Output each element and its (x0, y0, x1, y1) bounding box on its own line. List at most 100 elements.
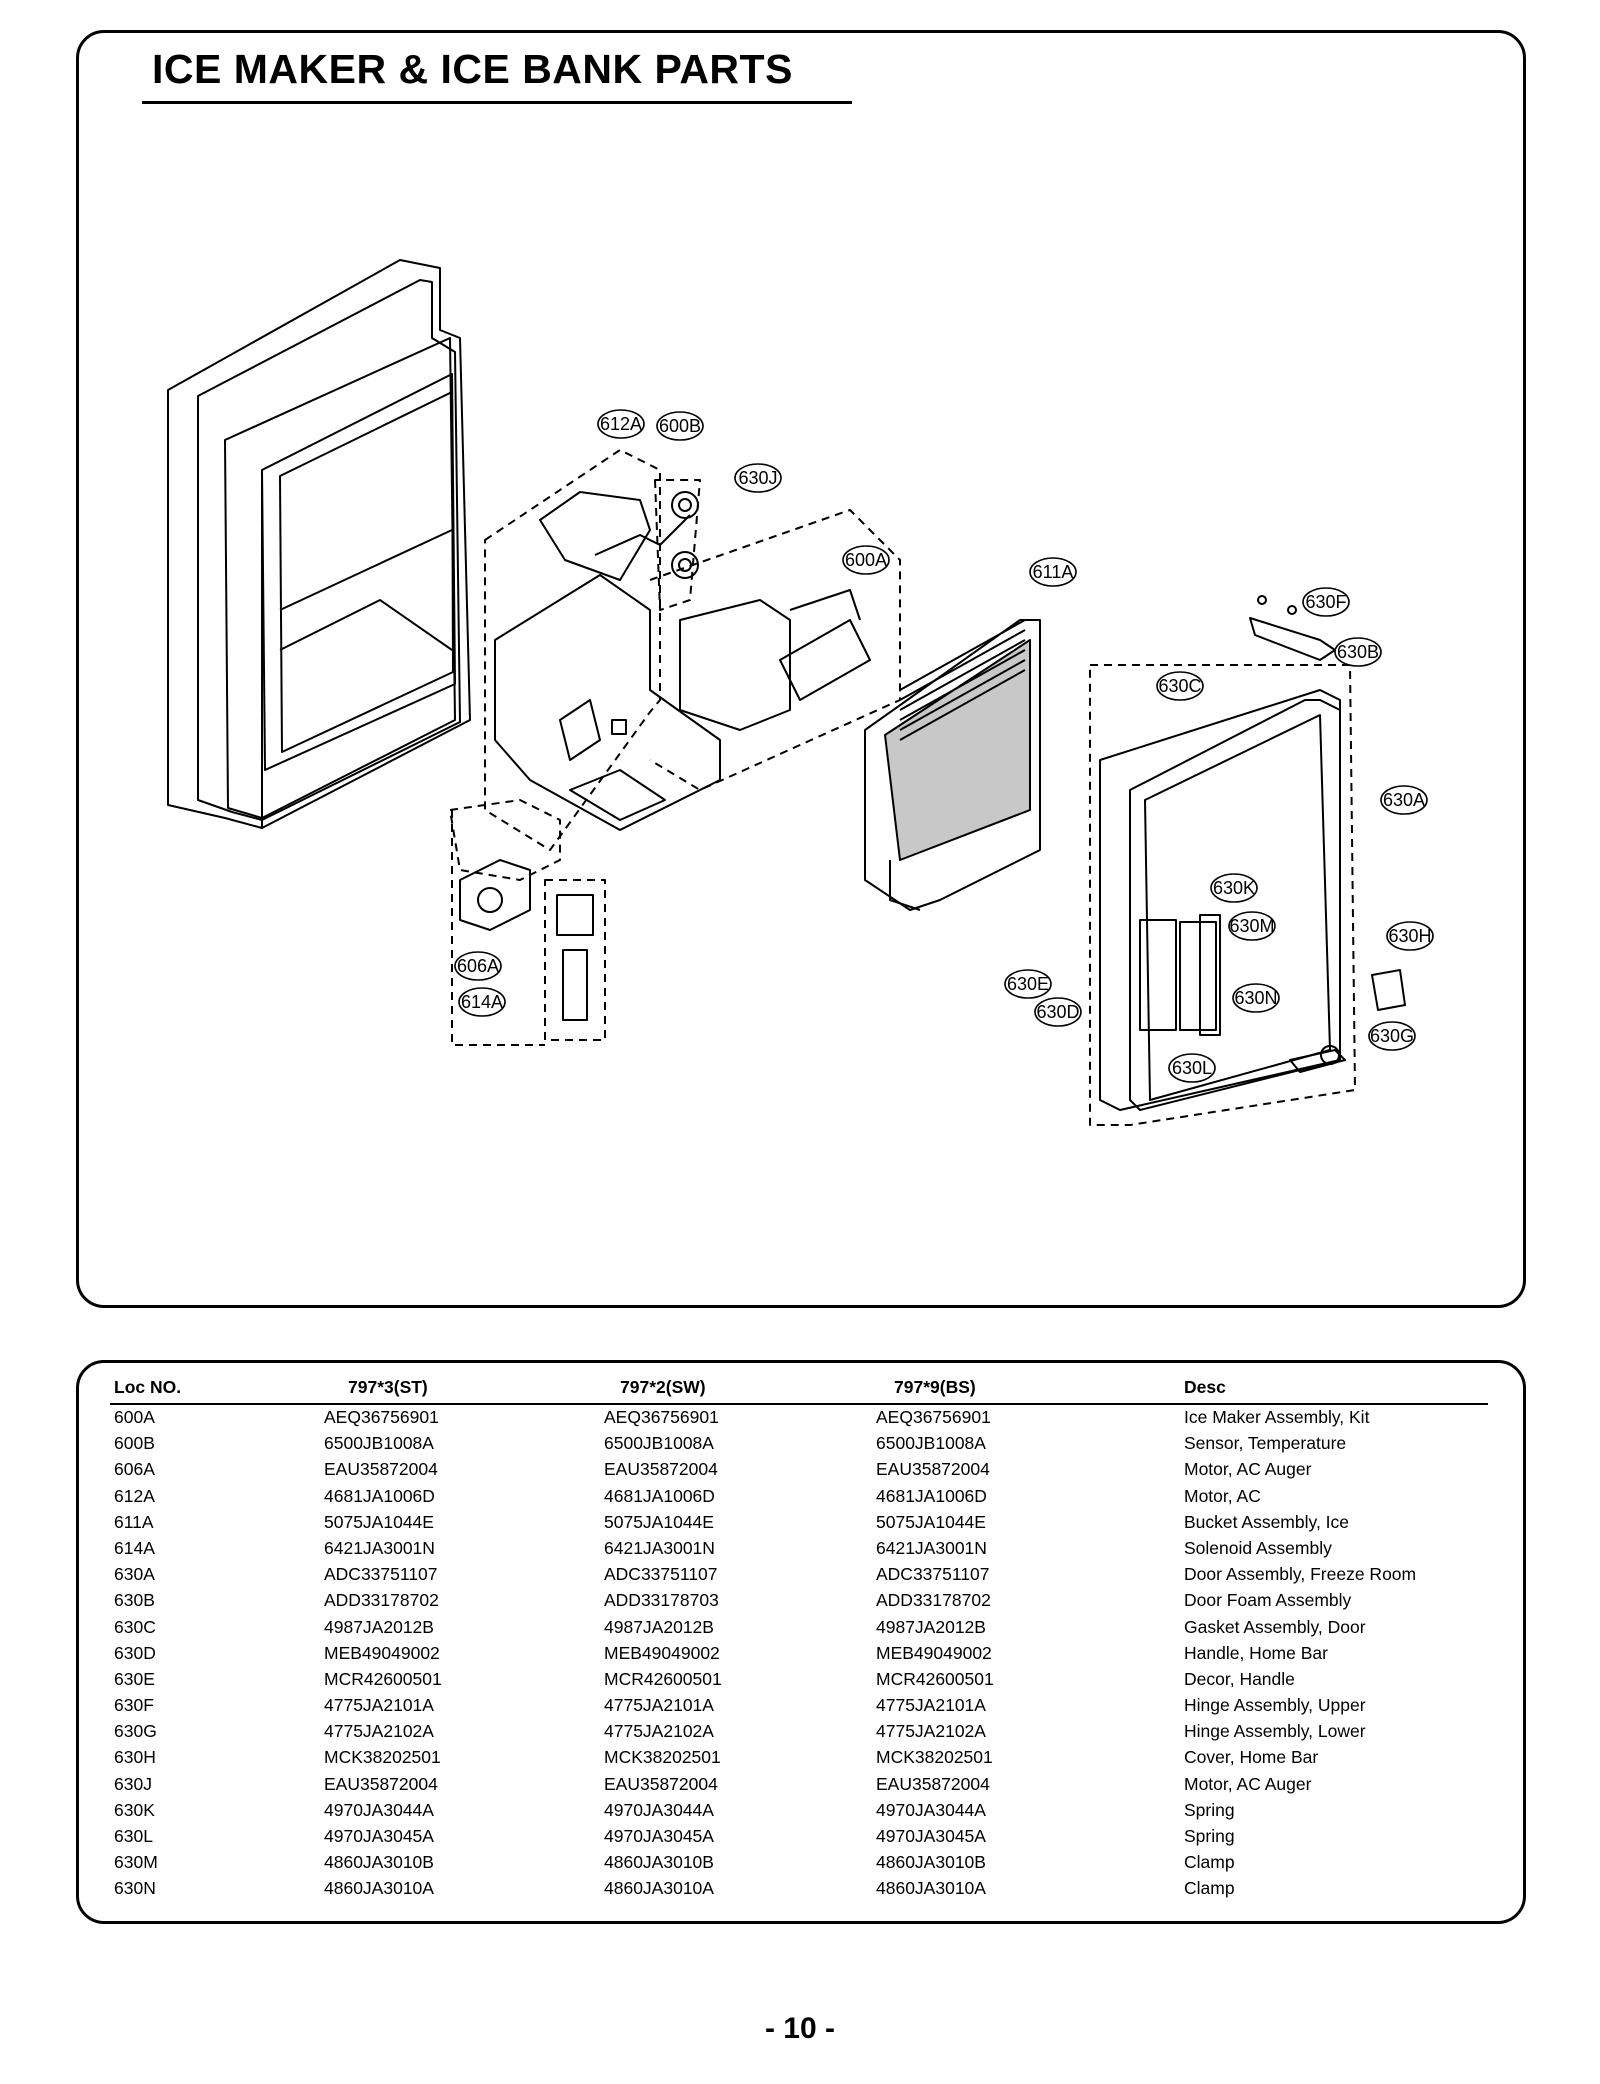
cell-desc: Spring (1184, 1826, 1235, 1846)
cell-desc: Clamp (1184, 1878, 1235, 1899)
cell-loc-no: 630G (114, 1721, 157, 1742)
cell-797-3-st: MEB49049002 (324, 1642, 440, 1663)
callout-630k: 630K (1210, 873, 1258, 903)
callout-label: 630C (1158, 676, 1201, 696)
cell-797-2-sw: 4681JA1006D (604, 1485, 715, 1506)
callout-630b: 630B (1334, 637, 1382, 667)
cell-797-2-sw: AEQ36756901 (604, 1407, 719, 1427)
cell-797-2-sw: EAU35872004 (604, 1459, 718, 1480)
cell-797-2-sw: MCK38202501 (604, 1747, 721, 1768)
callout-label: 630E (1007, 974, 1049, 994)
cell-797-3-st: 6421JA3001N (324, 1537, 435, 1558)
callout-614a: 614A (458, 987, 506, 1017)
cell-797-9-bs: ADD33178702 (876, 1590, 991, 1611)
parts-table: Loc NO. 797*3(ST) 797*2(SW) 797*9(BS) De… (110, 1372, 1490, 1902)
cell-desc: Motor, AC (1184, 1485, 1261, 1506)
cell-797-2-sw: MCR42600501 (604, 1668, 722, 1689)
callout-label: 630L (1172, 1058, 1212, 1078)
cell-797-9-bs: 4775JA2102A (876, 1721, 986, 1742)
cell-797-9-bs: MEB49049002 (876, 1642, 992, 1663)
cell-loc-no: 614A (114, 1537, 155, 1558)
cell-797-3-st: 4775JA2102A (324, 1721, 434, 1742)
callout-630h: 630H (1386, 921, 1434, 951)
cell-loc-no: 630A (114, 1564, 155, 1585)
callout-label: 611A (1033, 562, 1074, 582)
cell-797-3-st: EAU35872004 (324, 1773, 438, 1794)
callout-label: 630J (738, 468, 777, 488)
callout-label: 630A (1383, 790, 1425, 810)
callout-label: 630G (1370, 1026, 1414, 1046)
cell-desc: Motor, AC Auger (1184, 1459, 1312, 1480)
callout-630g: 630G (1368, 1021, 1416, 1051)
callout-630j: 630J (734, 463, 782, 493)
cell-797-3-st: 4860JA3010A (324, 1878, 434, 1899)
cell-797-9-bs: 4681JA1006D (876, 1485, 987, 1506)
cell-797-3-st: 4970JA3044A (324, 1799, 434, 1820)
header-797-9-bs: 797*9(BS) (894, 1377, 976, 1397)
cell-desc: Motor, AC Auger (1184, 1773, 1312, 1794)
cell-797-9-bs: AEQ36756901 (876, 1407, 991, 1427)
title-underline (142, 101, 852, 104)
callout-label: 630K (1213, 878, 1255, 898)
cell-desc: Hinge Assembly, Lower (1184, 1721, 1366, 1742)
cell-desc: Spring (1184, 1799, 1235, 1820)
cell-797-2-sw: 4860JA3010A (604, 1878, 714, 1899)
cell-797-9-bs: MCR42600501 (876, 1668, 994, 1689)
cell-loc-no: 630C (114, 1616, 156, 1637)
cell-loc-no: 630B (114, 1590, 155, 1611)
cell-797-9-bs: 4970JA3044A (876, 1799, 986, 1820)
cell-desc: Decor, Handle (1184, 1668, 1295, 1689)
freezer-door-drawing (1089, 664, 1356, 1126)
cell-797-2-sw: 4860JA3010B (604, 1852, 714, 1873)
callout-600a: 600A (842, 545, 890, 575)
callout-630n: 630N (1232, 983, 1280, 1013)
hinge-drawings (1249, 595, 1406, 1073)
cell-desc: Door Assembly, Freeze Room (1184, 1564, 1417, 1585)
cell-797-3-st: 5075JA1044E (324, 1511, 434, 1532)
cell-797-3-st: ADD33178702 (324, 1590, 439, 1611)
cell-797-3-st: 4987JA2012B (324, 1616, 434, 1637)
cell-797-2-sw: 4970JA3045A (604, 1826, 714, 1846)
cell-797-2-sw: 4775JA2102A (604, 1721, 714, 1742)
cell-loc-no: 630D (114, 1642, 156, 1663)
cell-797-2-sw: 6500JB1008A (604, 1433, 714, 1454)
cell-797-3-st: 4860JA3010B (324, 1852, 434, 1873)
callout-630m: 630M (1228, 911, 1276, 941)
cell-797-2-sw: 5075JA1044E (604, 1511, 714, 1532)
cell-797-9-bs: 5075JA1044E (876, 1511, 986, 1532)
cell-loc-no: 630M (114, 1852, 158, 1873)
page-title: ICE MAKER & ICE BANK PARTS (152, 46, 793, 92)
cell-797-9-bs: 4860JA3010A (876, 1878, 986, 1899)
callout-611a: 611A (1029, 557, 1077, 587)
cell-797-2-sw: EAU35872004 (604, 1773, 718, 1794)
ice-maker-housing-drawing (484, 449, 721, 851)
page-number: - 10 - (764, 2012, 836, 2045)
cell-loc-no: 612A (114, 1485, 155, 1506)
cell-797-2-sw: 4775JA2101A (604, 1695, 714, 1716)
cell-desc: Solenoid Assembly (1184, 1537, 1332, 1558)
cell-797-9-bs: ADC33751107 (876, 1564, 990, 1585)
header-loc-no: Loc NO. (114, 1377, 182, 1397)
callout-630e: 630E (1004, 969, 1052, 999)
callout-label: 630N (1234, 988, 1277, 1008)
header-797-3-st: 797*3(ST) (348, 1377, 428, 1397)
cell-loc-no: 630E (114, 1668, 155, 1689)
cell-desc: Handle, Home Bar (1184, 1642, 1328, 1663)
cell-desc: Gasket Assembly, Door (1184, 1616, 1366, 1637)
cell-desc: Door Foam Assembly (1184, 1590, 1352, 1611)
cell-loc-no: 630L (114, 1826, 153, 1846)
callout-606a: 606A (454, 951, 502, 981)
cell-loc-no: 630J (114, 1773, 152, 1794)
cell-797-9-bs: 6500JB1008A (876, 1433, 986, 1454)
